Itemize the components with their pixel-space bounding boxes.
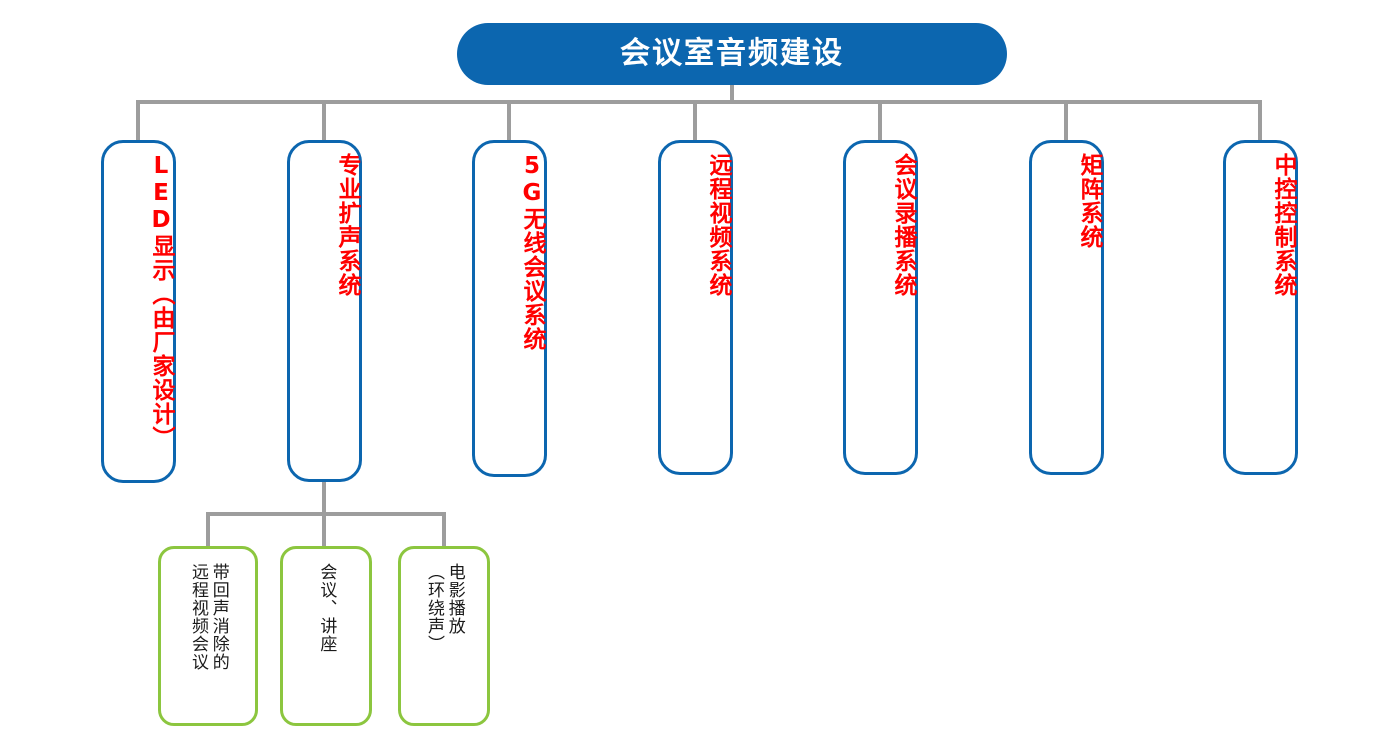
- connector-drop-led-display: [136, 100, 140, 142]
- node-movie-playback-surround[interactable]: 电影播放 （环绕声）: [398, 546, 490, 726]
- node-professional-sound-reinforcement-label: 专业扩声系统: [334, 153, 360, 297]
- node-matrix-label: 矩阵系统: [1076, 153, 1102, 249]
- node-led-display[interactable]: LED显示（由厂家设计）: [101, 140, 176, 483]
- connector-root-stem: [730, 85, 734, 102]
- root-node-conference-room-audio[interactable]: 会议室音频建设: [457, 23, 1007, 85]
- connector-drop-conference-recording-broadcast: [878, 100, 882, 142]
- connector-drop-movie-playback-surround: [442, 512, 446, 548]
- node-central-control[interactable]: 中控控制系统: [1223, 140, 1298, 475]
- node-conference-recording-broadcast-label: 会议录播系统: [890, 153, 916, 297]
- root-node-label: 会议室音频建设: [620, 36, 844, 71]
- node-professional-sound-reinforcement[interactable]: 专业扩声系统: [287, 140, 362, 482]
- connector-drop-remote-video: [693, 100, 697, 142]
- node-central-control-label: 中控控制系统: [1270, 153, 1296, 297]
- node-echo-cancel-remote-video-conference[interactable]: 带回声消除的 远程视频会议: [158, 546, 258, 726]
- connector-level1-bus: [138, 100, 1262, 104]
- node-matrix[interactable]: 矩阵系统: [1029, 140, 1104, 475]
- node-echo-cancel-remote-video-conference-line2: 远程视频会议: [188, 563, 208, 671]
- node-remote-video-label: 远程视频系统: [705, 153, 731, 297]
- node-5g-wireless-conference[interactable]: 5G无线会议系统: [472, 140, 547, 477]
- connector-sub-stem: [322, 482, 326, 514]
- connector-drop-echo-cancel-remote-video-conference: [206, 512, 210, 548]
- connector-drop-professional-sound-reinforcement: [322, 100, 326, 142]
- connector-drop-central-control: [1258, 100, 1262, 142]
- node-5g-wireless-conference-label: 5G无线会议系统: [519, 153, 545, 351]
- connector-drop-5g-wireless-conference: [507, 100, 511, 142]
- node-conference-recording-broadcast[interactable]: 会议录播系统: [843, 140, 918, 475]
- node-remote-video[interactable]: 远程视频系统: [658, 140, 733, 475]
- node-echo-cancel-remote-video-conference-line1: 带回声消除的: [208, 563, 229, 671]
- connector-drop-meeting-lecture: [322, 512, 326, 548]
- node-movie-playback-surround-line2: （环绕声）: [424, 563, 444, 653]
- node-movie-playback-surround-line1: 电影播放: [444, 563, 465, 635]
- node-meeting-lecture-line1: 会议、讲座: [316, 563, 337, 653]
- node-meeting-lecture[interactable]: 会议、讲座: [280, 546, 372, 726]
- node-led-display-label: LED显示（由厂家设计）: [148, 153, 174, 450]
- connector-drop-matrix: [1064, 100, 1068, 142]
- connector-level2-bus: [208, 512, 446, 516]
